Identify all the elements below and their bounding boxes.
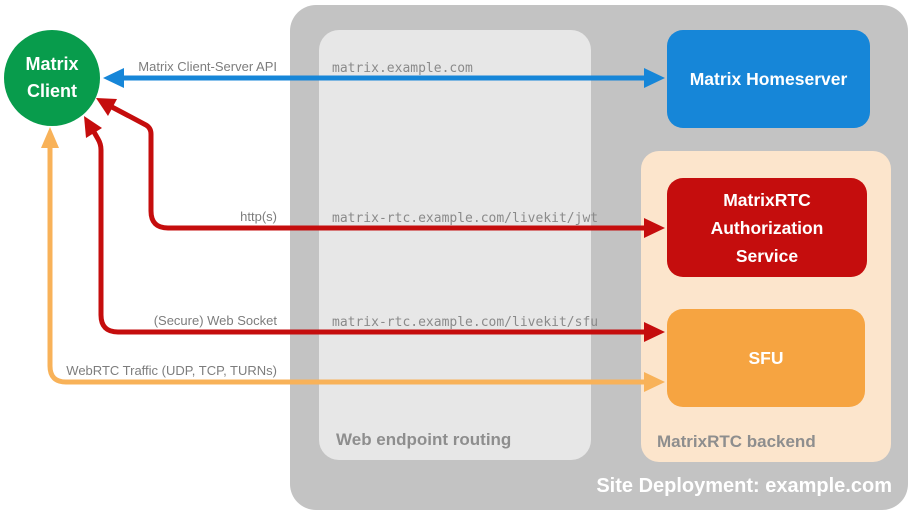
endpoint-url-livekit-sfu: matrix-rtc.example.com/livekit/sfu bbox=[332, 315, 599, 330]
matrixrtc-authorization-service-label: MatrixRTC Authorization Service bbox=[710, 189, 824, 266]
webrtc-traffic-arrow-label: WebRTC Traffic (UDP, TCP, TURNs) bbox=[66, 363, 277, 378]
matrix-client-label: Matrix Client bbox=[25, 54, 79, 101]
site-deployment-label: Site Deployment: example.com bbox=[596, 475, 892, 497]
webrtc-traffic-arrowhead-client bbox=[41, 127, 59, 148]
web-endpoint-routing-box: Web endpoint routing bbox=[319, 30, 591, 460]
web-endpoint-routing-label: Web endpoint routing bbox=[336, 430, 512, 449]
matrixrtc-backend-label: MatrixRTC backend bbox=[657, 432, 816, 451]
https-arrow-label: http(s) bbox=[240, 209, 277, 224]
matrix-client-node: Matrix Client bbox=[4, 30, 100, 126]
endpoint-url-matrix: matrix.example.com bbox=[332, 61, 473, 76]
client-server-api-arrow-label: Matrix Client-Server API bbox=[138, 59, 277, 74]
sfu-label: SFU bbox=[748, 348, 784, 368]
web-socket-arrow-label: (Secure) Web Socket bbox=[153, 313, 277, 328]
web-socket-arrowhead-client bbox=[84, 116, 102, 138]
endpoint-url-livekit-jwt: matrix-rtc.example.com/livekit/jwt bbox=[332, 211, 599, 226]
matrixrtc-authorization-service-node: MatrixRTC Authorization Service bbox=[667, 178, 867, 277]
sfu-node: SFU bbox=[667, 309, 865, 407]
https-arrowhead-client bbox=[96, 98, 117, 116]
matrix-homeserver-label: Matrix Homeserver bbox=[689, 69, 848, 89]
matrix-homeserver-node: Matrix Homeserver bbox=[667, 30, 870, 128]
